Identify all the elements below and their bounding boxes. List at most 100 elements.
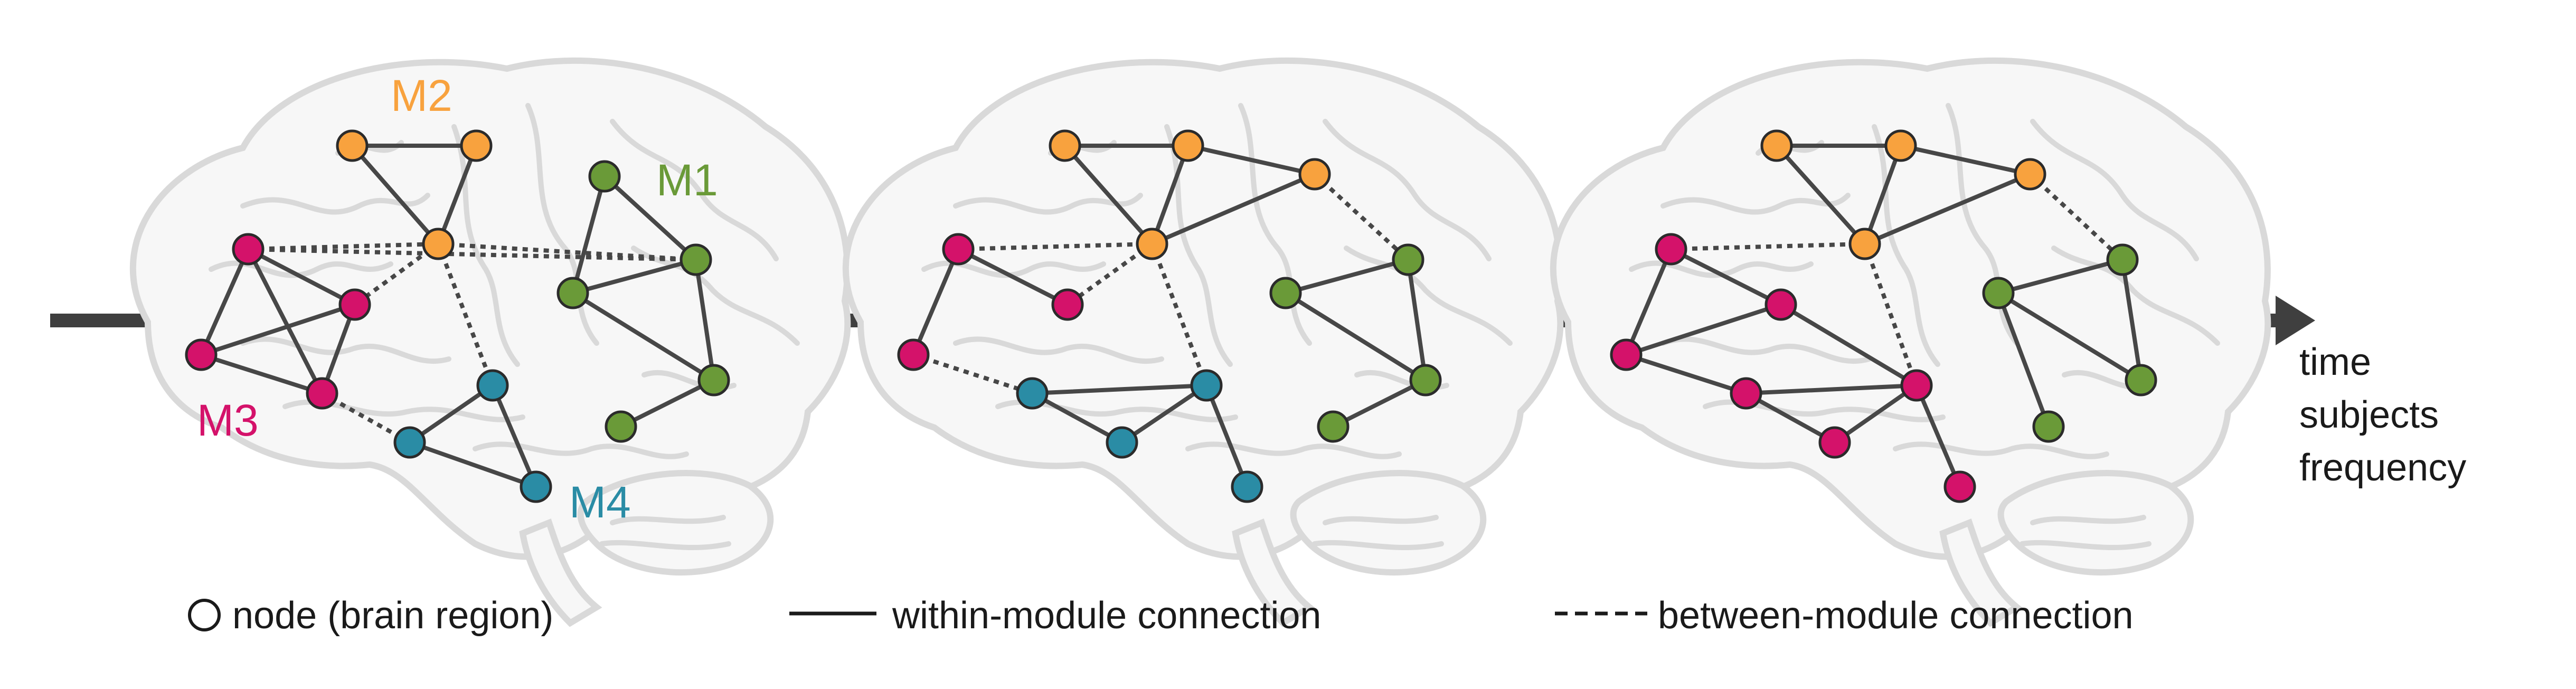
module-label-m1: M1 (656, 155, 718, 205)
within-module-edge (571, 174, 607, 295)
node-m4 (520, 470, 552, 503)
axis-label-frequency: frequency (2299, 447, 2466, 489)
within-module-edge (1779, 303, 1919, 388)
node-m1 (1392, 243, 1424, 276)
node-m3 (942, 233, 975, 266)
within-module-edge (1669, 247, 1783, 307)
within-module-edge (246, 247, 324, 395)
node-m2 (1760, 129, 1793, 162)
within-module-edge (199, 247, 250, 357)
module-label-m2: M2 (391, 71, 452, 120)
within-module-edge (1406, 258, 1428, 382)
node-m1 (680, 243, 712, 276)
node-m3 (306, 377, 338, 410)
between-module-edge (958, 242, 1153, 251)
between-module-edge (436, 243, 495, 386)
node-m4 (1190, 369, 1223, 402)
node-m1 (605, 410, 637, 443)
within-module-edge (1833, 383, 1919, 445)
node-m3 (1730, 377, 1762, 410)
within-module-edge (694, 258, 716, 382)
within-module-edge (1775, 144, 1867, 246)
node-m1 (1982, 277, 2015, 309)
node-m1 (697, 364, 730, 397)
within-module-edge (1624, 303, 1783, 357)
node-m4 (476, 369, 509, 402)
node-m1 (1269, 277, 1302, 309)
legend-node-label: node (brain region) (232, 594, 553, 637)
node-m3 (185, 338, 218, 371)
between-module-edge (1863, 243, 1919, 386)
node-m2 (336, 129, 369, 162)
within-module-edge (1624, 247, 1673, 357)
within-module-edge (911, 247, 960, 357)
node-m3 (1764, 288, 1797, 321)
network-2 (897, 129, 1442, 503)
within-module-edge (1996, 291, 2051, 429)
within-module-edge (1063, 144, 1154, 246)
node-m2 (1049, 129, 1081, 162)
within-module-edge (619, 378, 716, 429)
node-m1 (1409, 364, 1442, 397)
within-module-edge (199, 303, 357, 357)
within-module-edge (571, 258, 698, 295)
node-m3 (1818, 426, 1851, 459)
node-m2 (460, 129, 493, 162)
within-module-edge (199, 353, 324, 395)
node-m4 (393, 426, 426, 459)
within-module-edge (1996, 258, 2125, 295)
node-m2 (2014, 158, 2046, 191)
node-m4 (1231, 470, 1263, 503)
node-m3 (1900, 369, 1933, 402)
node-m1 (2125, 364, 2157, 397)
within-module-edge (490, 383, 538, 489)
node-m1 (2106, 243, 2139, 276)
module-label-m4: M4 (569, 477, 631, 527)
within-module-edge (1030, 383, 1209, 395)
legend: node (brain region) within-module connec… (188, 594, 2134, 637)
within-module-edge (436, 144, 478, 246)
node-m1 (2032, 410, 2065, 443)
within-module-edge (350, 144, 440, 246)
node-m2 (422, 228, 455, 260)
between-module-edge (1150, 243, 1209, 386)
legend-within-label: within-module connection (892, 594, 1321, 637)
within-module-edge (1863, 144, 1903, 246)
within-module-edge (602, 174, 698, 262)
node-m2 (1298, 158, 1331, 191)
node-m1 (588, 160, 621, 193)
within-module-edge (1331, 378, 1428, 429)
node-m2 (1136, 228, 1168, 260)
between-module-edge (1066, 242, 1154, 307)
node-m1 (1317, 410, 1350, 443)
within-module-edge (1030, 391, 1124, 445)
between-module-edge (1671, 242, 1865, 251)
within-module-edge (1899, 144, 2032, 176)
between-module-edge (353, 242, 440, 307)
node-m2 (1884, 129, 1917, 162)
axis-labels: time subjects frequency (2299, 341, 2466, 489)
node-m4 (1106, 426, 1138, 459)
module-label-m3: M3 (197, 395, 259, 445)
within-module-edge (1914, 383, 1962, 489)
axis-label-time: time (2299, 341, 2371, 383)
between-module-edge (248, 242, 439, 251)
between-module-edge (248, 247, 696, 262)
network-1 (185, 129, 730, 503)
within-module-edge (571, 291, 716, 382)
node-m3 (1943, 470, 1976, 503)
within-module-edge (408, 440, 538, 489)
node-m3 (232, 233, 265, 266)
axis-label-subjects: subjects (2299, 394, 2439, 436)
node-m4 (1016, 377, 1049, 410)
node-m2 (1172, 129, 1204, 162)
network-3 (1610, 129, 2157, 503)
within-module-edge (408, 383, 495, 445)
within-module-edge (1204, 383, 1249, 489)
circle-outline-icon (188, 599, 221, 631)
timeline-arrowhead-icon (2276, 296, 2315, 345)
within-module-edge (1284, 258, 1410, 295)
legend-between-label: between-module connection (1658, 594, 2134, 637)
within-module-edge (1150, 172, 1317, 246)
node-m3 (897, 338, 930, 371)
